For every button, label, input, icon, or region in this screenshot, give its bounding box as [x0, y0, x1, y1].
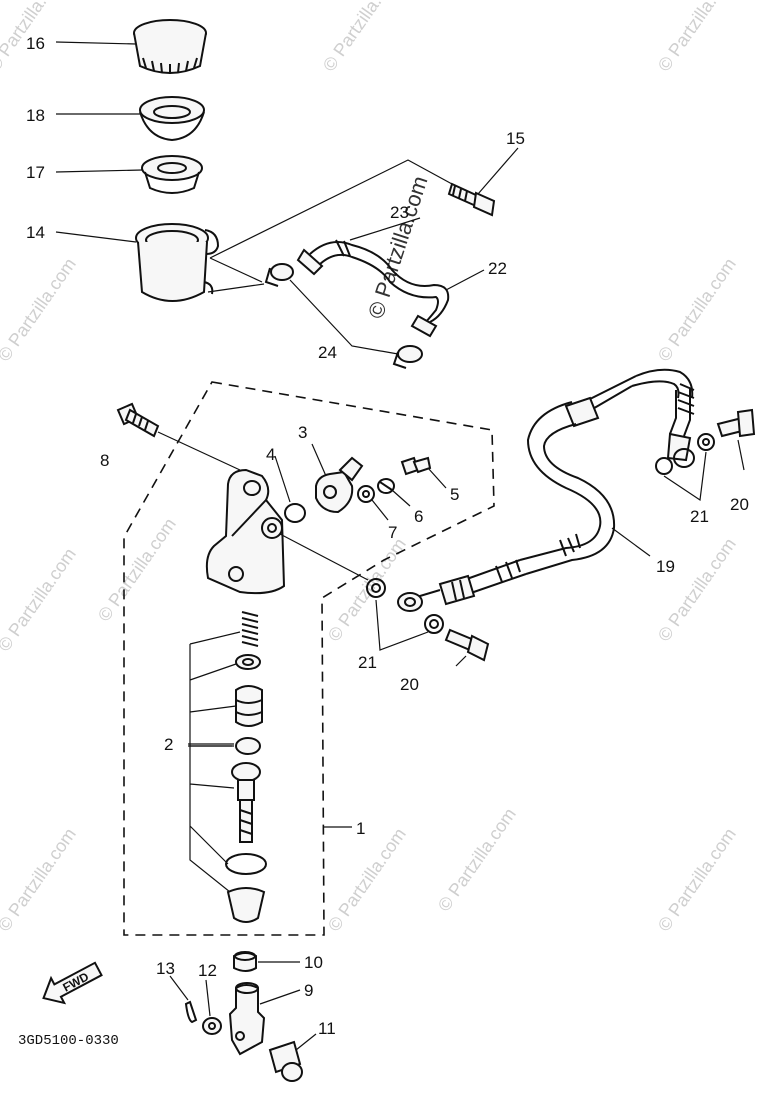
copper-washer-part: [697, 433, 715, 451]
master-cylinder-body-part: [205, 468, 286, 595]
copper-washer-part: [366, 578, 386, 598]
callout-20-left: 20: [400, 675, 419, 694]
diaphragm-part: [139, 96, 205, 142]
callout-8: 8: [100, 451, 109, 470]
watermark: © Partzilla.com: [654, 254, 740, 365]
watermark-main: © Partzilla.com: [363, 173, 433, 322]
copper-washer-part: [424, 614, 444, 634]
callout-4: 4: [266, 445, 275, 464]
brake-hose-part: [397, 368, 695, 612]
master-cylinder-assembly-boundary: [123, 381, 495, 936]
forward-direction-arrow: FWD: [42, 961, 103, 1005]
watermark: © Partzilla.com: [0, 254, 80, 365]
clevis-part: [228, 982, 266, 1056]
reservoir-cap-part: [133, 19, 207, 74]
callout-6: 6: [414, 507, 423, 526]
pin-part: [268, 1040, 303, 1082]
union-bolt-part: [447, 182, 496, 217]
hose-clip-part: [264, 263, 294, 287]
callout-11: 11: [318, 1019, 336, 1038]
callout-3: 3: [298, 423, 307, 442]
watermark: © Partzilla.com: [94, 514, 180, 625]
callout-2: 2: [164, 735, 173, 754]
copper-washer-part: [655, 457, 673, 475]
watermark: © Partzilla.com: [654, 0, 740, 75]
callout-19: 19: [656, 557, 675, 576]
o-ring-part: [284, 503, 306, 523]
callout-22: 22: [488, 259, 507, 278]
callout-17: 17: [26, 163, 45, 182]
callout-21-left: 21: [358, 653, 377, 672]
watermark: © Partzilla.com: [0, 544, 80, 655]
drawing-code: 3GD5100-0330: [18, 1033, 119, 1049]
callout-13: 13: [156, 959, 175, 978]
watermark: © Partzilla.com: [654, 534, 740, 645]
hose-joint-part: [315, 456, 364, 514]
callout-24: 24: [318, 343, 337, 362]
watermark-grid: © Partzilla.com © Partzilla.com © Partzi…: [0, 0, 740, 935]
callout-5: 5: [450, 485, 459, 504]
callout-14: 14: [26, 223, 45, 242]
bolt-part: [116, 402, 160, 438]
union-bolt-part: [444, 628, 490, 662]
diaphragm-plate-part: [141, 155, 203, 194]
washer-part: [357, 485, 375, 503]
callout-16: 16: [26, 34, 45, 53]
cotter-pin-part: [184, 1000, 198, 1024]
lock-washer-part: [377, 478, 395, 494]
callout-15: 15: [506, 129, 525, 148]
callout-7: 7: [388, 523, 397, 542]
callout-9: 9: [304, 981, 313, 1000]
callout-10: 10: [304, 953, 323, 972]
watermark: © Partzilla.com: [0, 824, 80, 935]
reservoir-hose-part: [296, 239, 450, 338]
watermark: © Partzilla.com: [654, 824, 740, 935]
watermark: © Partzilla.com: [324, 824, 410, 935]
washer-part: [202, 1017, 222, 1035]
locknut-part: [233, 951, 257, 972]
reservoir-tank-part: [135, 223, 220, 302]
callout-1: 1: [356, 819, 365, 838]
watermark: © Partzilla.com: [319, 0, 405, 75]
callout-20-right: 20: [730, 495, 749, 514]
callout-21-right: 21: [690, 507, 709, 526]
callout-labels: 16 18 17 14 15 23 22 24 8 3 4 5 6 7 21 2…: [26, 34, 749, 1038]
callout-18: 18: [26, 106, 45, 125]
callout-23: 23: [390, 203, 409, 222]
watermark: © Partzilla.com: [434, 804, 520, 915]
callout-12: 12: [198, 961, 217, 980]
screw-part: [400, 456, 432, 476]
union-bolt-part: [716, 408, 756, 438]
hose-clip-part: [392, 345, 423, 369]
piston-kit-part: [225, 611, 267, 923]
